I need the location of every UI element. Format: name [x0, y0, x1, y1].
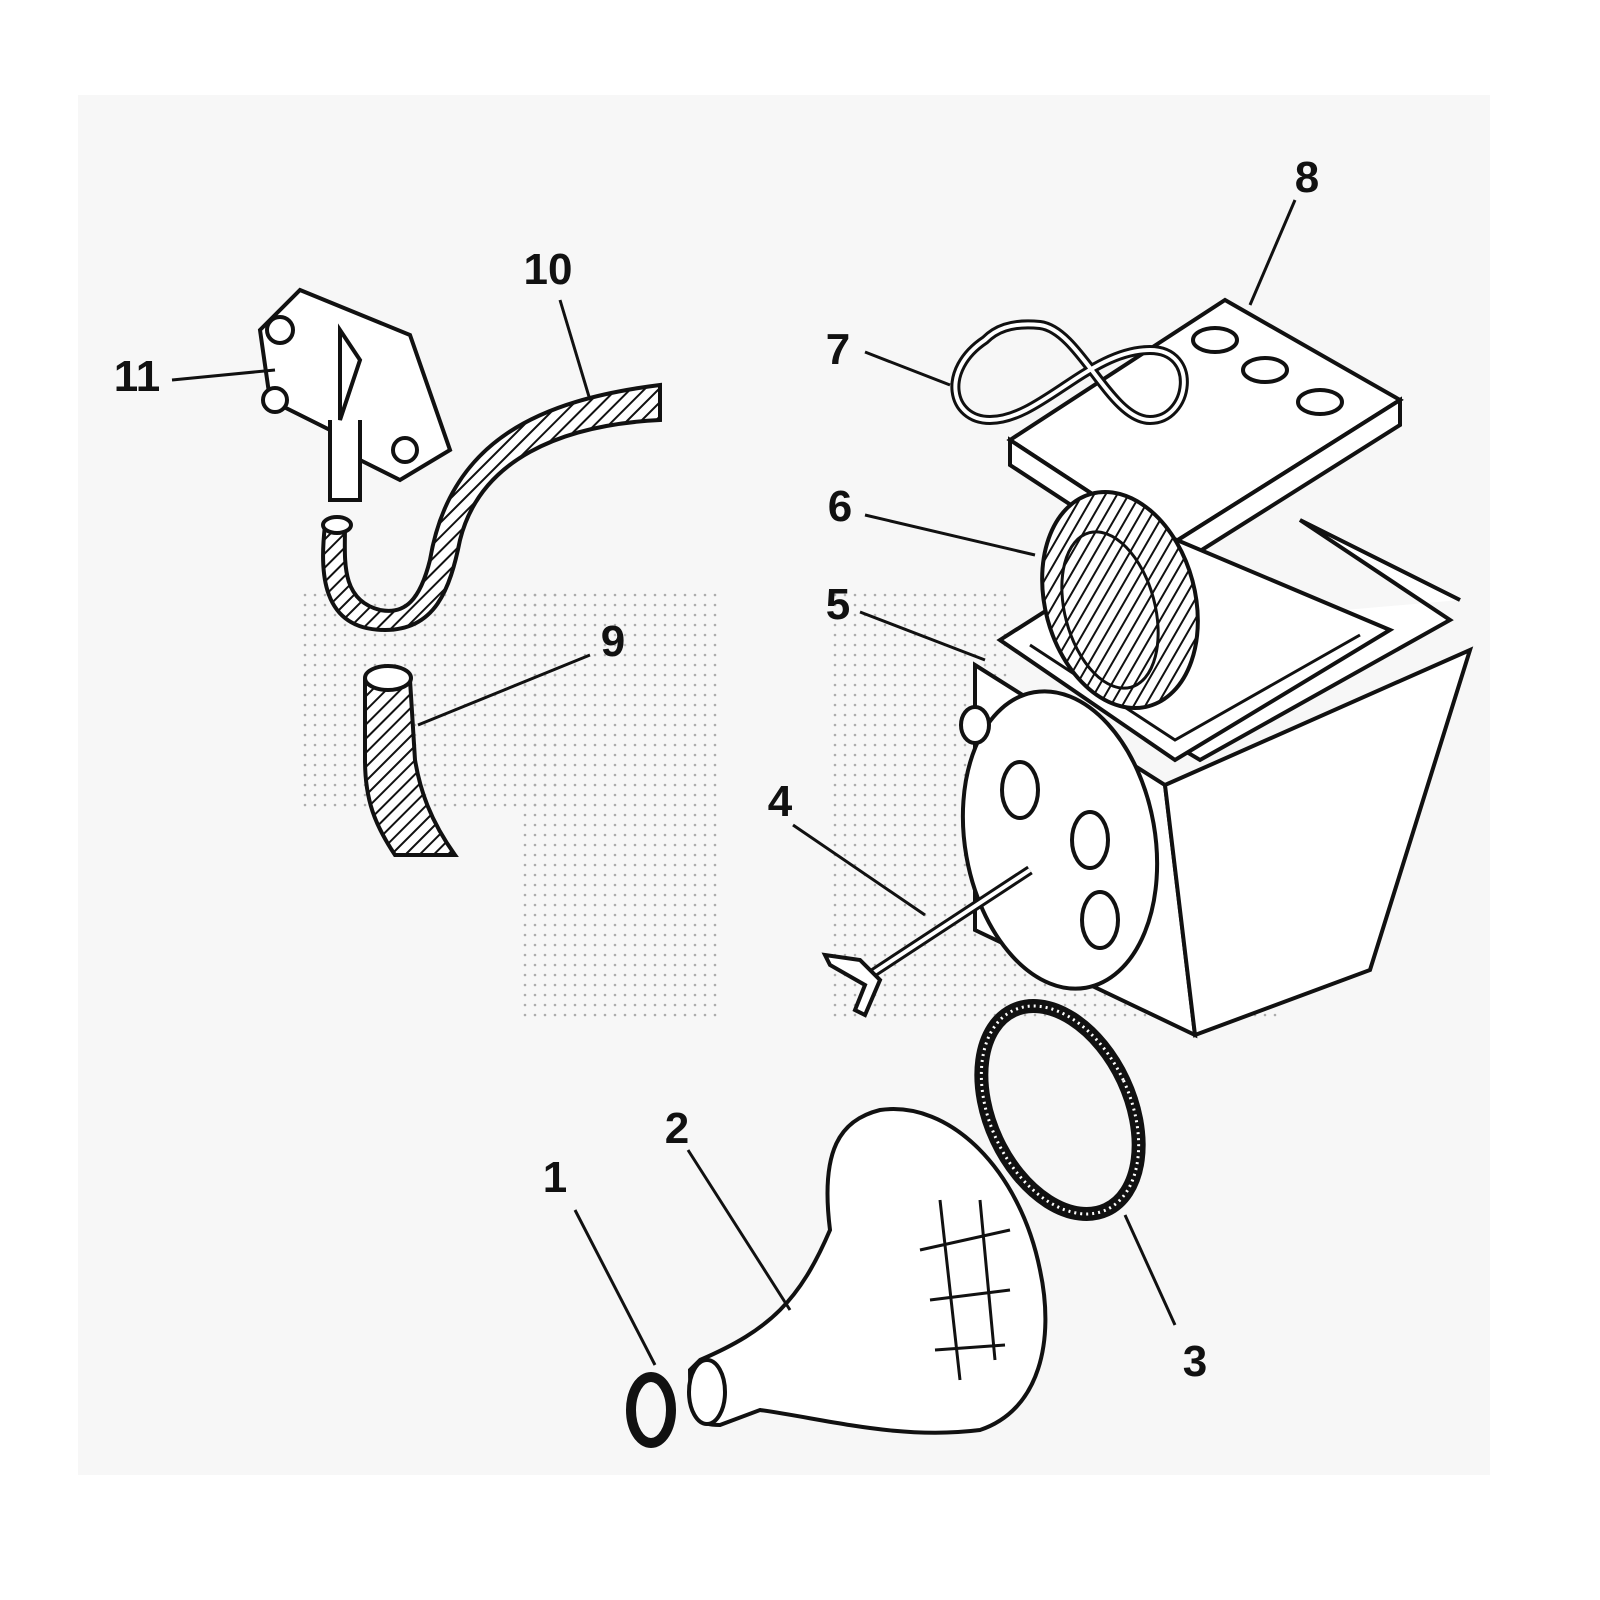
- callout-9: 9: [601, 617, 625, 666]
- part-7-strap-inner: [953, 322, 1186, 423]
- callout-4: 4: [768, 777, 793, 826]
- clamp-texture: [979, 1004, 1141, 1216]
- part-5-airbox: [959, 518, 1474, 1039]
- callout-1: 1: [543, 1153, 567, 1202]
- callout-5: 5: [826, 580, 850, 629]
- part-2-boot: [687, 1107, 1048, 1435]
- callout-8: 8: [1295, 153, 1319, 202]
- callout-11: 11: [114, 352, 161, 401]
- callout-10: 10: [524, 245, 573, 294]
- callout-3: 3: [1183, 1337, 1207, 1386]
- part-9-hose: [363, 678, 459, 857]
- part-11-breather-valve: [257, 287, 453, 502]
- part-4-wing-bolt: [821, 865, 1033, 1018]
- part-1-clamp: [626, 1372, 676, 1448]
- leader-lines: [171, 199, 1297, 1366]
- callout-7: 7: [826, 325, 850, 374]
- callout-2: 2: [665, 1104, 689, 1153]
- callout-6: 6: [828, 482, 852, 531]
